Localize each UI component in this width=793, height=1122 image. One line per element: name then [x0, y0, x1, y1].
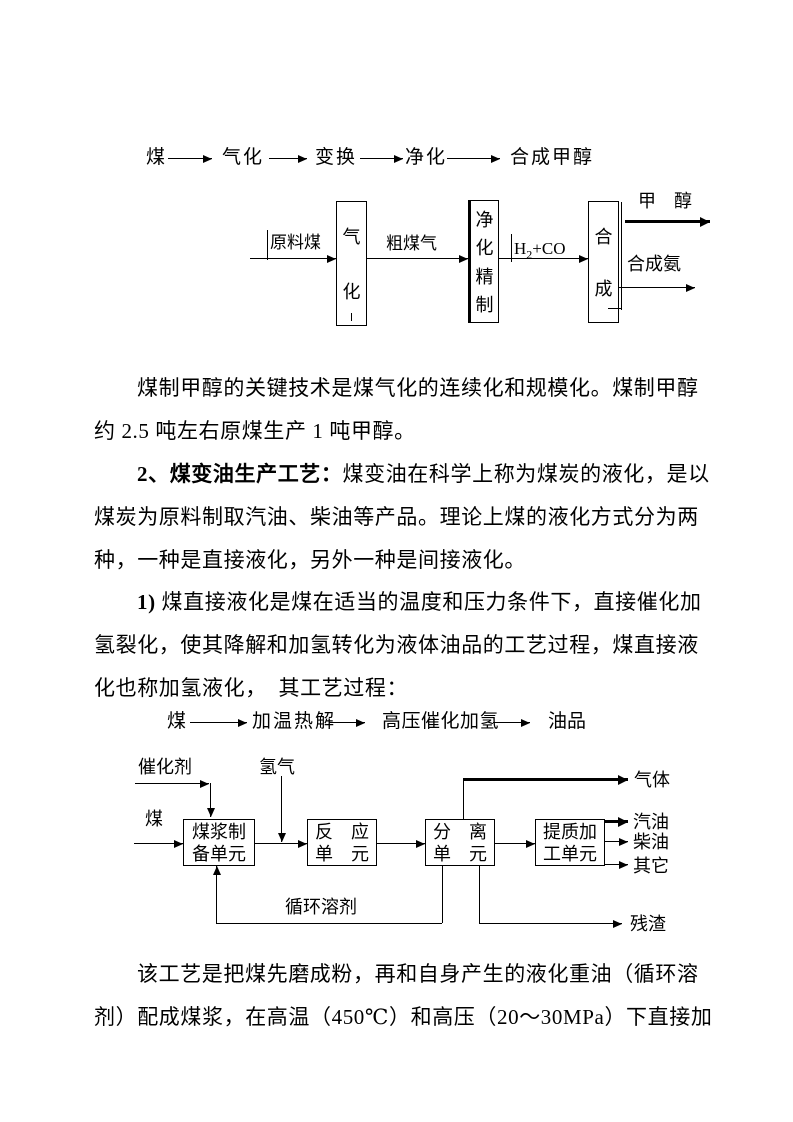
flow2-step-oil: 油品: [548, 711, 587, 732]
d2-gasoline-arrow: [604, 817, 628, 827]
d2-gas-label: 气体: [634, 770, 670, 790]
d1-box-synthesis-char1: 合: [594, 227, 613, 247]
d1-methanol-label: 甲 醇: [638, 191, 692, 211]
flow2-step-coal: 煤: [167, 711, 187, 732]
d1-ammonia-label: 合成氨: [627, 254, 681, 274]
d1-syngas-tick: [511, 234, 512, 262]
para4-line2: 剂）配成煤浆，在高温（450℃）和高压（20～30MPa）下直接加: [94, 1005, 713, 1029]
para2-heading: 2、煤变油生产工艺：: [137, 462, 343, 486]
d2-gas-riser: [463, 779, 464, 819]
d2-box-reaction-line2: 单 元: [315, 843, 369, 864]
d1-box-synthesis-char2: 成: [594, 279, 613, 299]
d2-recycle-downline: [442, 865, 443, 923]
para3-line1-rest: 煤直接液化是煤在适当的温度和压力条件下，直接催化加: [155, 590, 702, 614]
flow1-step-gasification: 气化: [222, 147, 265, 168]
d1-raw-gas-label: 粗煤气: [386, 234, 437, 253]
d1-input-arrow: [250, 254, 336, 263]
para3-line3: 化也称加氢液化， 其工艺过程：: [94, 676, 409, 700]
d1-box-synthesis-double-edge: [621, 202, 622, 310]
d2-box-separation-line2: 单 元: [433, 843, 487, 864]
d1-box-purification-char1: 净: [475, 210, 494, 231]
para3-line2: 氢裂化，使其降解和加氢转化为液体油品的工艺过程，煤直接液: [94, 633, 699, 657]
d2-residue-downline: [479, 865, 480, 923]
para4-line1: 该工艺是把煤先磨成粉，再和自身产生的液化重油（循环溶: [137, 962, 699, 986]
flow2-step-pyrolysis: 加温热解: [252, 711, 337, 732]
d2-gasoline-label: 汽油: [633, 812, 669, 832]
d1-box-purification-char3: 精: [475, 266, 494, 287]
para3-number: 1): [137, 590, 156, 614]
d2-box-slurry-line2: 备单元: [192, 843, 246, 864]
d2-other-arrow: [604, 860, 628, 869]
d2-box-slurry: 煤浆制 备单元: [183, 819, 255, 866]
d2-arrow-separation-upgrading: [495, 839, 535, 848]
flow1-arrow-1: [168, 154, 212, 163]
d2-recycle-label: 循环溶剂: [285, 897, 357, 917]
d2-box-separation-line1: 分 离: [433, 821, 487, 842]
d1-arrow-purification-synthesis: [498, 254, 588, 263]
d2-hydrogen-label: 氢气: [259, 757, 295, 777]
d2-box-reaction-line1: 反 应: [315, 821, 369, 842]
d1-input-tick: [267, 230, 268, 260]
flow2-arrow-3: [493, 718, 530, 727]
d1-methanol-arrow: [625, 217, 710, 227]
d2-catalyst-label: 催化剂: [138, 757, 192, 777]
flow2-step-hydrogenation: 高压催化加氢: [382, 711, 500, 732]
flow1-arrow-2: [269, 154, 307, 163]
flow1-step-purification: 净化: [405, 147, 448, 168]
d1-box-gasification-char1: 气: [342, 226, 361, 247]
para2-line1-rest: 煤变油在科学上称为煤炭的液化，是以: [342, 462, 710, 486]
d2-arrow-slurry-reaction: [255, 839, 307, 848]
d2-box-upgrading: 提质加 工单元: [535, 819, 605, 866]
d2-gas-arrow: [463, 775, 628, 785]
d2-box-slurry-line1: 煤浆制: [192, 821, 246, 842]
d1-arrow-gasification-purification: [366, 254, 468, 263]
para2-line1: 2、煤变油生产工艺：煤变油在科学上称为煤炭的液化，是以: [137, 463, 710, 485]
d2-coal-arrow: [134, 839, 183, 848]
d2-arrow-reaction-separation: [377, 839, 425, 848]
d1-box-synthesis: 合 成: [588, 201, 619, 323]
d2-box-upgrading-line1: 提质加: [543, 821, 597, 842]
d2-catalyst-varrow: [206, 783, 215, 817]
d1-syngas-sub: 2: [526, 247, 533, 262]
d1-syngas-pre: H: [514, 239, 527, 258]
d1-box-purification-char2: 化: [475, 238, 494, 259]
flow1-step-shift: 变换: [315, 147, 358, 168]
d2-diesel-arrow: [604, 837, 628, 846]
flow2-arrow-1: [190, 718, 247, 727]
d1-ammonia-arrow: [619, 283, 695, 292]
d1-syngas-post: +CO: [532, 239, 566, 258]
flow1-arrow-3: [360, 154, 403, 163]
d2-residue-label: 残渣: [630, 914, 666, 934]
flow1-arrow-4: [447, 154, 500, 163]
para1-line2: 约 2.5 吨左右原煤生产 1 吨甲醇。: [94, 419, 416, 443]
flow1-step-methanol-synthesis: 合成甲醇: [510, 147, 595, 168]
d1-input-label: 原料煤: [270, 233, 321, 252]
para2-line2: 煤炭为原料制取汽油、柴油等产品。理论上煤的液化方式分为两: [94, 505, 699, 529]
d2-hydrogen-varrow: [277, 776, 286, 842]
d2-box-reaction: 反 应 单 元: [307, 819, 377, 866]
d1-box-purification: 净 化 精 制: [468, 200, 499, 323]
d1-box-purification-char4: 制: [475, 294, 494, 315]
para2-line3: 种，一种是直接液化，另外一种是间接液化。: [94, 548, 526, 572]
d2-diesel-label: 柴油: [633, 832, 669, 852]
para3-line1: 1) 煤直接液化是煤在适当的温度和压力条件下，直接催化加: [137, 591, 702, 613]
d2-catalyst-harrow: [135, 779, 209, 788]
flow2-arrow-2: [329, 718, 365, 727]
d2-recycle-uparrow: [212, 866, 221, 923]
d2-box-separation: 分 离 单 元: [425, 819, 495, 866]
d2-other-label: 其它: [633, 856, 669, 876]
d1-box-gasification-char2: 化: [342, 282, 361, 303]
d2-box-upgrading-line2: 工单元: [543, 843, 597, 864]
d2-residue-arrow: [479, 919, 622, 928]
d1-syngas-label: H2+CO: [514, 239, 565, 262]
flow1-step-coal: 煤: [146, 147, 166, 168]
d1-box-gasification: 气 化: [336, 201, 367, 326]
d1-box-synthesis-bottom-tick: [608, 308, 622, 309]
d2-coal-label: 煤: [145, 809, 163, 829]
para1-line1: 煤制甲醇的关键技术是煤气化的连续化和规模化。煤制甲醇: [137, 376, 699, 400]
d2-recycle-hline: [216, 923, 442, 924]
d1-box-gasification-tick: [351, 313, 352, 321]
